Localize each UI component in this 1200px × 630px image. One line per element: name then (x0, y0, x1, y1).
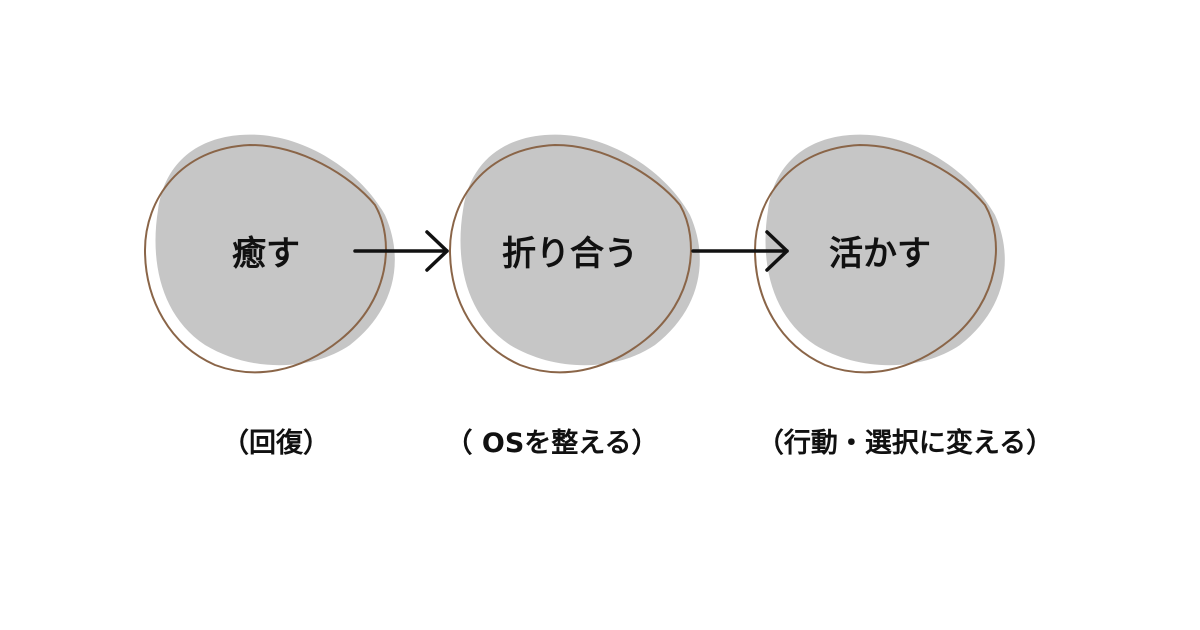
step-sub-1: （回復） (222, 427, 330, 459)
arrow-1 (353, 230, 449, 272)
arrow-2 (691, 230, 789, 272)
step-label-1: 癒す (232, 234, 300, 274)
step-sub-3: （行動・選択に変える） (757, 427, 1053, 459)
step-sub-2: （ OSを整える） (446, 428, 659, 459)
step-label-3: 活かす (829, 234, 931, 274)
step-label-2: 折り合う (502, 234, 638, 274)
